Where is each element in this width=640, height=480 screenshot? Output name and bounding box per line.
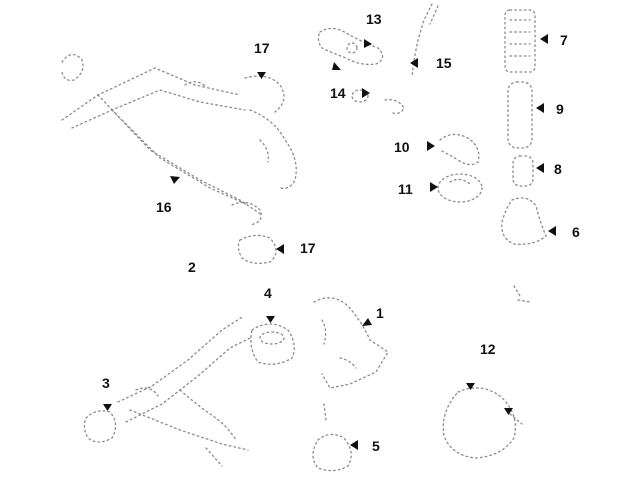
callout-11: 11 — [398, 181, 413, 197]
callout-5: 5 — [372, 438, 380, 454]
callout-13: 13 — [366, 11, 382, 27]
callout-arrow-13b — [332, 62, 341, 70]
callout-arrow-10 — [427, 141, 435, 151]
callout-3: 3 — [102, 375, 110, 391]
callout-arrow-3 — [103, 404, 112, 411]
part-1-seat — [313, 297, 389, 389]
callout-arrow-17a — [257, 72, 266, 79]
callout-12: 12 — [480, 341, 496, 357]
callout-14: 14 — [330, 85, 346, 101]
callout-arrow-5 — [350, 440, 358, 450]
part-6-end-piece — [501, 197, 547, 303]
part-9-tube — [507, 81, 533, 149]
callout-arrow-13 — [364, 39, 372, 48]
callout-4: 4 — [264, 285, 272, 301]
callout-10: 10 — [394, 139, 410, 155]
callout-17-lower: 17 — [300, 240, 316, 256]
callout-arrow-14 — [362, 88, 370, 98]
callout-6: 6 — [572, 224, 580, 240]
part-15-rod — [411, 3, 439, 77]
callout-arrow-6 — [548, 226, 556, 236]
callout-arrow-12a — [466, 383, 475, 390]
part-2-frame-assembly — [61, 53, 297, 264]
callout-arrow-17b — [276, 244, 284, 254]
part-12-cushion — [442, 387, 523, 459]
part-3-lower-frame — [83, 315, 251, 467]
callout-15: 15 — [436, 55, 452, 71]
callout-17-top: 17 — [254, 40, 270, 56]
callout-1: 1 — [376, 305, 384, 321]
callout-arrow-9 — [536, 103, 544, 113]
part-4-block — [250, 323, 295, 365]
callout-8: 8 — [554, 161, 562, 177]
part-11-round-part — [437, 173, 483, 203]
callout-arrow-12b — [504, 408, 513, 415]
callout-arrow-7 — [540, 34, 548, 44]
callout-arrow-4 — [266, 316, 275, 323]
part-10-clip — [439, 133, 480, 166]
part-8-sleeve — [512, 155, 534, 187]
part-7-spring — [504, 9, 536, 73]
callout-arrow-11 — [430, 182, 438, 192]
part-5-wheel — [312, 403, 352, 472]
callout-7: 7 — [560, 32, 568, 48]
part-13-bracket — [317, 27, 384, 66]
callout-arrow-15 — [410, 58, 418, 68]
callout-arrow-1 — [362, 318, 372, 326]
callout-9: 9 — [556, 101, 564, 117]
callout-2: 2 — [188, 259, 196, 275]
part-14-ring — [351, 89, 405, 114]
callout-16: 16 — [156, 199, 172, 215]
callout-arrow-16 — [170, 176, 180, 184]
callout-arrow-8 — [536, 163, 544, 173]
